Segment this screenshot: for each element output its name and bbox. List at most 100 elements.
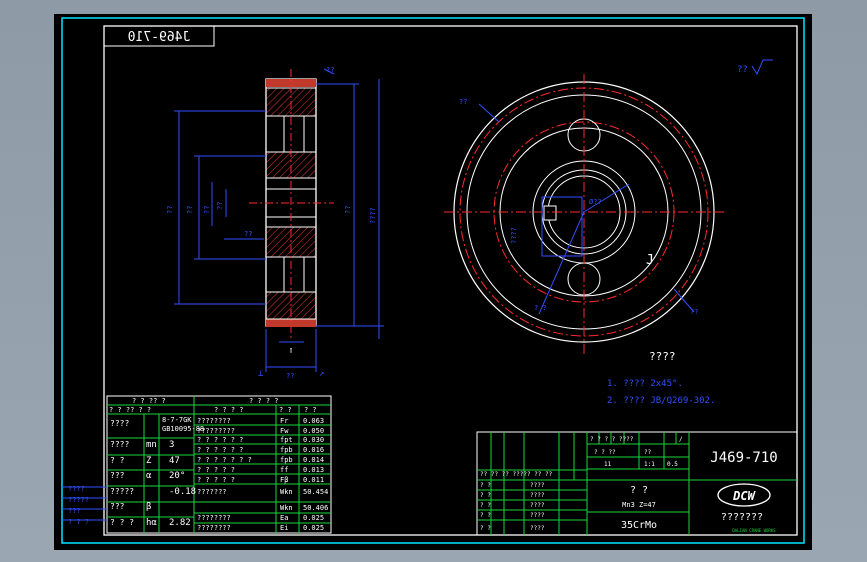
param-left-value: 2.82 <box>169 518 191 528</box>
svg-text:? ? ?: ? ? ? <box>68 518 89 526</box>
svg-text:??: ?? <box>244 230 252 238</box>
param-right-name: ???????? <box>197 417 231 425</box>
svg-text:? ? ? ?: ? ? ? ? <box>214 406 244 414</box>
param-left-name: ???? <box>110 419 129 428</box>
title-block <box>476 431 798 536</box>
param-right-symbol: Fβ <box>280 476 288 484</box>
roughness-symbol <box>751 59 773 76</box>
company-sub: DALIAN CRANE WORKS <box>732 528 776 533</box>
svg-text:??: ?? <box>216 202 224 210</box>
svg-text:1:1: 1:1 <box>644 461 655 468</box>
param-right-name: ????????? <box>197 427 235 435</box>
param-right-value: 0.014 <box>303 456 324 464</box>
param-left-name: ??? <box>110 471 125 480</box>
svg-text:????: ???? <box>510 227 518 244</box>
logo-text: DCW <box>732 489 756 503</box>
svg-text:??: ?? <box>186 206 194 214</box>
svg-text:????: ???? <box>530 492 545 499</box>
svg-text:????: ???? <box>530 512 545 519</box>
param-left-name: ? ? ? <box>110 518 134 527</box>
svg-text:Ø??: Ø?? <box>589 198 602 206</box>
svg-text:11: 11 <box>604 461 612 468</box>
svg-text:??: ?? <box>459 98 467 106</box>
title-block-marks: ? ? ? ? ???? / ? ? ?? ?? 11 1:1 0.5 ?? ?… <box>480 436 683 532</box>
company-name: ??????? <box>721 512 763 523</box>
param-left-symbol: Z <box>146 456 152 466</box>
param-left-value: 47 <box>169 456 180 466</box>
drawing-number: J469-710 <box>710 450 777 466</box>
param-right-value: 0.025 <box>303 524 324 532</box>
param-right-value: 50.406 <box>303 504 328 512</box>
param-right-value: 0.013 <box>303 466 324 474</box>
svg-text:??: ?? <box>286 372 294 380</box>
svg-text:? ? ? ? ????: ? ? ? ? ???? <box>590 436 634 443</box>
gear-param-text: ? ? ?? ? ? ? ? ? ? ? ?? ? ? ? ? ? ? ? ? … <box>109 397 317 414</box>
svg-text:??: ?? <box>166 206 174 214</box>
datum-mark: ▯ <box>289 346 293 354</box>
svg-text:? ? ? ?: ? ? ? ? <box>249 397 279 405</box>
param-right-symbol: Ei <box>280 524 288 532</box>
material: 35CrMo <box>621 520 657 531</box>
param-right-symbol: fpb <box>280 456 293 464</box>
part-name: ? ? <box>630 485 648 496</box>
front-dim-labels: ?? Ø?? ? ? ?? ???? <box>459 98 698 316</box>
svg-text:? ?: ? ? <box>304 406 317 414</box>
param-right-value: 0.016 <box>303 446 324 454</box>
cad-drawing: J469-710 ?? <box>61 17 805 544</box>
param-right-symbol: Fr <box>280 417 288 425</box>
view-label-j: J <box>646 253 654 268</box>
tech-note-2: 2. ???? JB/Q269-302. <box>607 396 715 406</box>
param-left-value: 20° <box>169 471 185 481</box>
param-right-name: ??????? <box>197 488 227 496</box>
svg-text:??: ?? <box>326 66 334 74</box>
runout-tag: ↗ <box>319 369 324 379</box>
svg-text:/: / <box>679 436 683 443</box>
company-logo: DCW <box>717 483 771 507</box>
svg-text:? ?: ? ? <box>279 406 292 414</box>
tech-note-1: 1. ???? 2x45°. <box>607 379 683 389</box>
tech-req-title: ???? <box>649 350 676 363</box>
param-left-value: -0.18 <box>169 487 196 497</box>
param-right-name: ? ? ? ? ? <box>197 466 235 474</box>
param-right-value: 0.011 <box>303 476 324 484</box>
param-right-value: 50.454 <box>303 488 328 496</box>
param-right-symbol: Wkn <box>280 504 293 512</box>
svg-text:????: ???? <box>530 482 545 489</box>
param-right-symbol: Fw <box>280 427 289 435</box>
svg-text:? ?: ? ? <box>480 502 491 509</box>
svg-text:??: ?? <box>344 206 352 214</box>
svg-text:? ?: ? ? <box>480 482 491 489</box>
svg-text:? ? ??: ? ? ?? <box>594 449 616 456</box>
param-left-name: ????? <box>110 487 134 496</box>
side-tags-lines <box>62 486 107 521</box>
param-right-value: 0.050 <box>303 427 324 435</box>
param-right-symbol: Wkn <box>280 488 293 496</box>
svg-text:???: ??? <box>68 507 81 515</box>
flatness-tag: ⊥ <box>258 369 264 379</box>
svg-text:??: ?? <box>690 308 698 316</box>
param-left-value: 3 <box>169 440 174 450</box>
svg-text:????: ???? <box>530 525 545 532</box>
param-left-symbol: α <box>146 471 152 481</box>
svg-text:????: ???? <box>369 207 377 224</box>
svg-text:? ?: ? ? <box>480 525 491 532</box>
param-left-symbol: hα <box>146 518 157 528</box>
side-dimensions <box>174 68 384 372</box>
roughness-note: ?? <box>737 65 748 75</box>
param-left-name: ? ? <box>110 456 125 465</box>
svg-text:????: ???? <box>68 485 85 493</box>
side-dim-labels: ?? ?? ?? ?? ?? ???? ?? ?? ?? <box>166 66 377 380</box>
mirrored-drawing-number: J469-710 <box>128 30 191 45</box>
param-right-name: ? ? ? ? ? <box>197 476 235 484</box>
param-left-name: ??? <box>110 502 125 511</box>
param-right-value: 0.025 <box>303 514 324 522</box>
param-left-name: ???? <box>110 440 129 449</box>
svg-text:?????: ????? <box>68 496 89 504</box>
param-right-symbol: Ea <box>280 514 288 522</box>
gear-param-table <box>106 395 332 534</box>
outer-frame <box>61 17 805 544</box>
drawing-canvas: J469-710 ?? <box>54 14 812 550</box>
svg-text:? ? ?? ?: ? ? ?? ? <box>132 397 166 405</box>
